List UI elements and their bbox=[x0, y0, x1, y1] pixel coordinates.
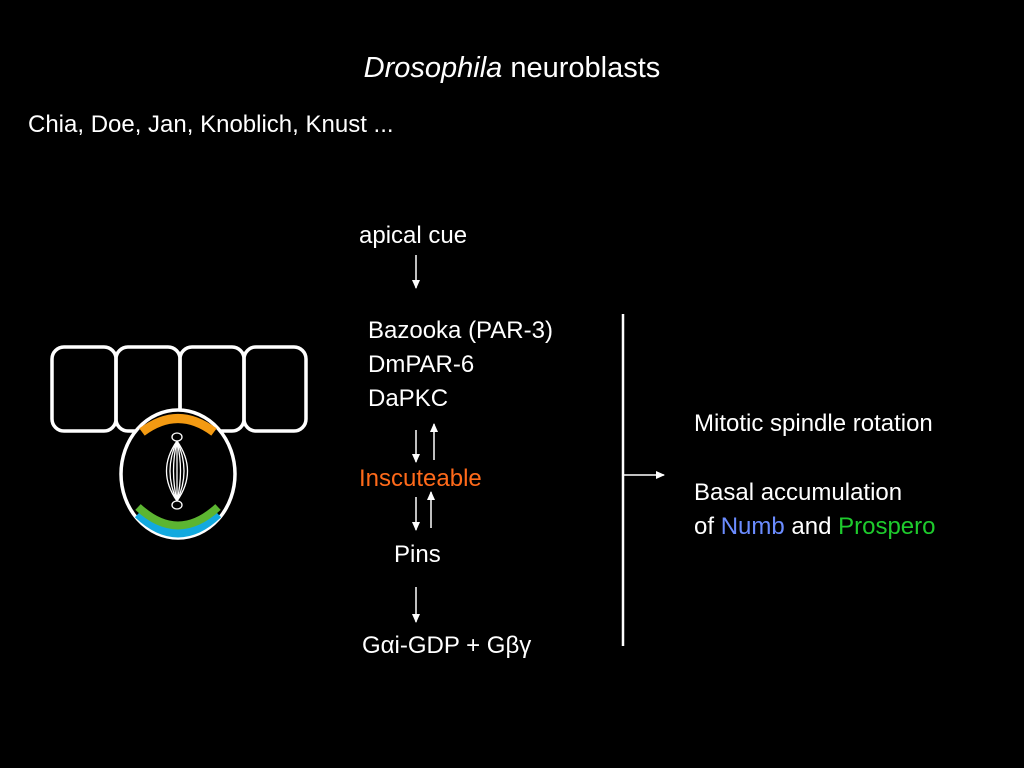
basal-crescent-green bbox=[135, 503, 221, 530]
bazooka-label: Bazooka (PAR-3) bbox=[368, 317, 553, 344]
mitotic-spindle bbox=[165, 432, 189, 510]
par-complex: Bazooka (PAR-3) DmPAR-6 DaPKC bbox=[368, 314, 553, 416]
g-protein-label: Gαi-GDP + Gβγ bbox=[362, 629, 531, 663]
alpha-symbol: α bbox=[380, 632, 395, 659]
neuroblast-cell bbox=[119, 408, 237, 540]
and-label: and bbox=[784, 513, 839, 540]
title-italic: Drosophila bbox=[363, 52, 503, 84]
dapkc-label: DaPKC bbox=[368, 385, 449, 412]
gamma-symbol: γ bbox=[519, 632, 532, 659]
outcome-basal-accumulation: Basal accumulation bbox=[694, 479, 903, 506]
title-rest: neuroblasts bbox=[502, 52, 661, 84]
g-protein-mid: i-GDP + G bbox=[394, 632, 506, 659]
inscuteable-label: Inscuteable bbox=[359, 465, 482, 492]
authors-line: Chia, Doe, Jan, Knoblich, Knust ... bbox=[28, 111, 394, 138]
outcome-numb-prospero: of Numb and Prospero bbox=[694, 510, 936, 544]
pins-label: Pins bbox=[394, 541, 441, 568]
outcome-spindle-rotation: Mitotic spindle rotation bbox=[694, 410, 933, 437]
prospero-label: Prospero bbox=[838, 513, 936, 540]
of-prefix: of bbox=[694, 513, 721, 540]
slide-title: Drosophila neuroblasts bbox=[0, 52, 1024, 85]
epithelial-cell-4 bbox=[242, 345, 308, 433]
epithelial-cell-1 bbox=[50, 345, 118, 433]
apical-cue-label: apical cue bbox=[359, 222, 468, 249]
g-alpha-g: G bbox=[362, 632, 381, 659]
apical-crescent bbox=[139, 414, 217, 436]
beta-symbol: β bbox=[505, 632, 520, 659]
dmpar6-label: DmPAR-6 bbox=[368, 351, 475, 378]
basal-crescent-blue bbox=[134, 510, 222, 538]
numb-label: Numb bbox=[720, 513, 785, 540]
